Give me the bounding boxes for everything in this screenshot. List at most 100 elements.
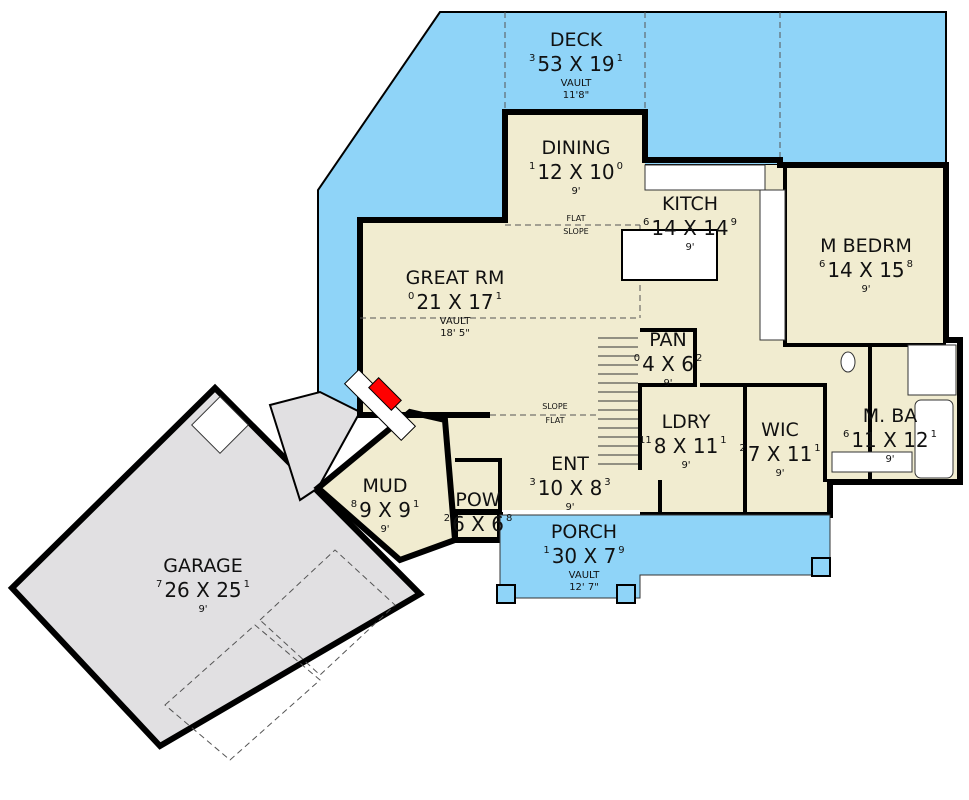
- ceiling-note: FLAT: [546, 416, 565, 425]
- room-dimensions-master_bath: 11 X 12: [851, 428, 928, 452]
- room-dimensions-garage: 26 X 25: [164, 578, 241, 602]
- ceiling-height-master_bedroom: 9': [861, 284, 870, 295]
- vanity: [831, 451, 913, 473]
- garage-storage: [191, 396, 249, 454]
- dimension-inches: 1: [413, 499, 419, 510]
- dimension-inches: 1: [931, 429, 937, 440]
- dimension-inches: 1: [529, 161, 535, 172]
- ceiling-height-entry: 9': [565, 502, 574, 513]
- dimension-inches: 1: [617, 53, 623, 64]
- kitchen-island: [621, 229, 718, 281]
- room-dimensions-deck: 53 X 19: [537, 52, 614, 76]
- room-name-entry: ENT: [551, 453, 589, 475]
- dimension-inches: 11: [639, 435, 652, 446]
- shower: [907, 344, 957, 396]
- room-name-laundry: LDRY: [662, 411, 711, 433]
- interior-wall: [700, 383, 827, 482]
- dimension-inches: 9: [618, 545, 624, 556]
- ceiling-note: FLAT: [567, 214, 586, 223]
- ceiling-height-dining: 9': [571, 186, 580, 197]
- dimension-inches: 1: [720, 435, 726, 446]
- room-name-master_bath: M. BA: [863, 405, 918, 427]
- room-dimensions-master_bedroom: 14 X 15: [827, 258, 904, 282]
- room-dimensions-porch: 30 X 7: [552, 544, 617, 568]
- kitchen-counter: [759, 189, 786, 341]
- garage-breezeway: [268, 390, 362, 502]
- exterior-wall: [357, 109, 963, 518]
- dimension-inches: 1: [244, 579, 250, 590]
- garage-door-track: [259, 549, 396, 676]
- ceiling-type-porch: VAULT: [569, 570, 601, 581]
- dimension-inches: 6: [819, 259, 825, 270]
- room-name-pantry: PAN: [649, 329, 686, 351]
- room-name-mud: MUD: [363, 475, 408, 497]
- room-name-porch: PORCH: [551, 521, 617, 543]
- garage-area: [7, 383, 425, 750]
- dimension-inches: 3: [529, 53, 535, 64]
- ceiling-type-deck: VAULT: [561, 78, 593, 89]
- room-name-powder: POW: [455, 489, 500, 511]
- dimension-inches: 2: [444, 513, 450, 524]
- room-name-great_room: GREAT RM: [406, 267, 505, 289]
- dimension-inches: 2: [696, 353, 702, 364]
- kitchen-counter: [644, 164, 766, 191]
- room-name-deck: DECK: [550, 29, 603, 51]
- dimension-inches: 1: [543, 545, 549, 556]
- ceiling-height-laundry: 9': [681, 460, 690, 471]
- porch-column: [496, 584, 516, 604]
- ceiling-height-wic: 9': [775, 468, 784, 479]
- dimension-inches: 8: [506, 513, 512, 524]
- room-name-garage: GARAGE: [163, 555, 243, 577]
- toilet: [840, 351, 856, 373]
- room-dimensions-great_room: 21 X 17: [416, 290, 493, 314]
- garage-door-track: [164, 624, 321, 761]
- room-name-kitchen: KITCH: [662, 193, 718, 215]
- room-dimensions-kitchen: 14 X 14: [651, 216, 728, 240]
- room-dimensions-mud: 9 X 9: [359, 498, 411, 522]
- dimension-inches: 0: [634, 353, 640, 364]
- dimension-inches: 6: [643, 217, 649, 228]
- room-dimensions-powder: 6 X 6: [452, 512, 504, 536]
- room-dimensions-pantry: 4 X 6: [642, 352, 694, 376]
- dimension-inches: 0: [617, 161, 623, 172]
- dimension-inches: 7: [156, 579, 162, 590]
- fireplace: [368, 377, 402, 411]
- room-dimensions-entry: 10 X 8: [538, 476, 603, 500]
- room-name-wic: WIC: [761, 419, 799, 441]
- dimension-inches: 6: [843, 429, 849, 440]
- dimension-inches: 1: [496, 291, 502, 302]
- dimension-inches: 9: [731, 217, 737, 228]
- dimension-inches: 3: [529, 477, 535, 488]
- dimension-inches: 0: [408, 291, 414, 302]
- ceiling-height-garage: 9': [198, 604, 207, 615]
- dimension-inches: 8: [351, 499, 357, 510]
- dimension-inches: 1: [814, 443, 820, 454]
- porch-area: [499, 514, 831, 599]
- bathtub: [914, 399, 954, 479]
- ceiling-height-master_bath: 9': [885, 454, 894, 465]
- ceiling-height-kitchen: 9': [685, 242, 694, 253]
- ceiling-height-porch: 12' 7": [569, 582, 599, 593]
- room-dimensions-dining: 12 X 10: [537, 160, 614, 184]
- ceiling-note: SLOPE: [563, 227, 588, 236]
- room-name-master_bedroom: M BEDRM: [820, 235, 912, 257]
- dimension-inches: 2: [739, 443, 745, 454]
- ceiling-type-great_room: VAULT: [440, 316, 472, 327]
- dimension-inches: 8: [907, 259, 913, 270]
- porch-column: [616, 584, 636, 604]
- room-dimensions-wic: 7 X 11: [748, 442, 813, 466]
- ceiling-height-great_room: 18' 5": [440, 328, 470, 339]
- ceiling-height-deck: 11'8": [563, 90, 589, 101]
- interior-wall: [455, 458, 502, 512]
- ceiling-height-mud: 9': [380, 524, 389, 535]
- porch-column: [811, 557, 831, 577]
- room-dimensions-laundry: 8 X 11: [654, 434, 719, 458]
- ceiling-height-pantry: 9': [663, 378, 672, 389]
- room-name-dining: DINING: [542, 137, 611, 159]
- ceiling-note: SLOPE: [542, 402, 567, 411]
- staircase: [598, 337, 638, 465]
- interior-wall: [638, 328, 697, 470]
- interior-area: [360, 112, 960, 540]
- dimension-inches: 3: [604, 477, 610, 488]
